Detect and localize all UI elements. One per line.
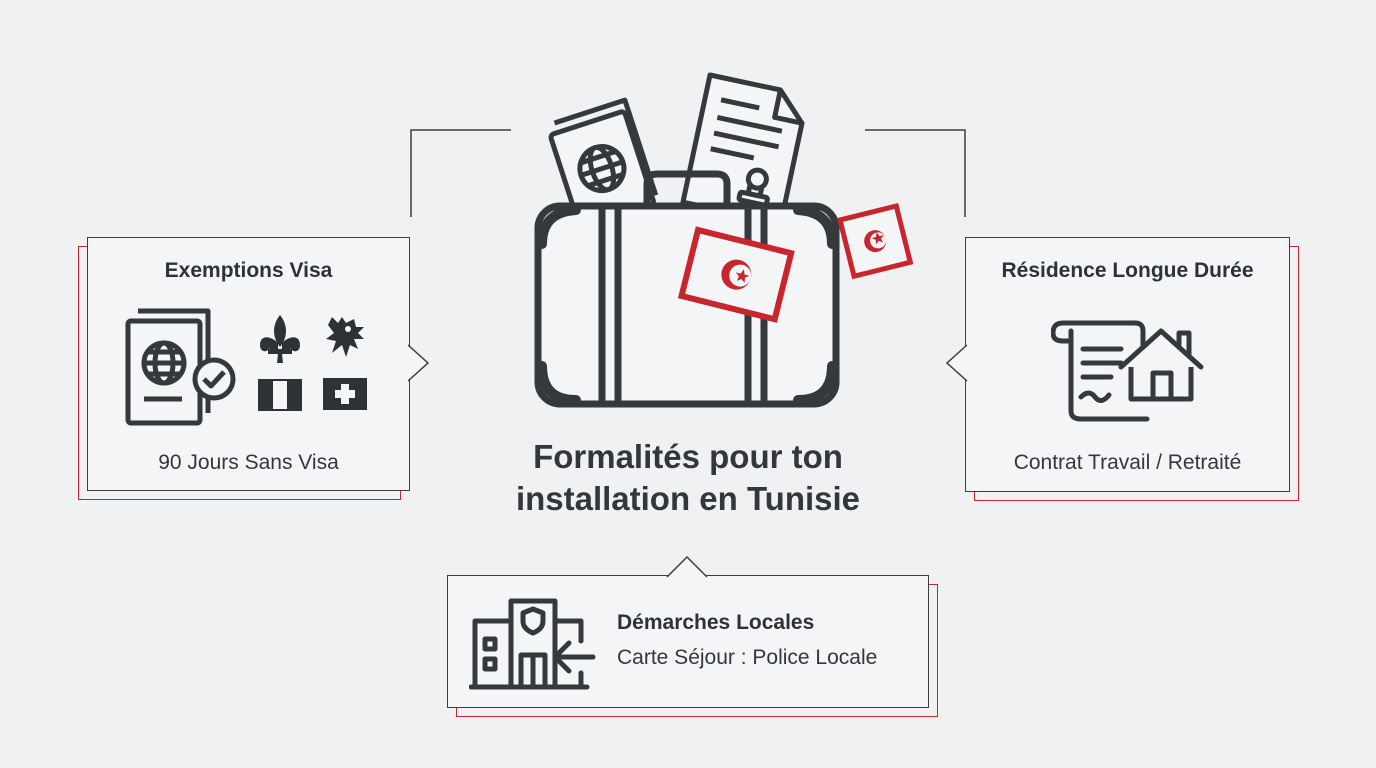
passport-check-icon [125,308,236,426]
swiss-flag-icon [323,378,367,410]
house-icon [1118,328,1204,402]
tunisia-flag-sticker-icon [677,202,914,323]
police-station-icon [469,598,596,690]
lion-crest-icon [326,317,364,357]
italy-flag-icon [258,379,302,411]
card-pointer-up [666,555,708,578]
central-illustration [534,72,914,408]
main-title: Formalités pour ton installation en Tuni… [438,436,938,520]
main-title-line2: installation en Tunisie [515,480,861,517]
card-visa-exemptions: Exemptions Visa [78,237,430,500]
card-visa-title: Exemptions Visa [164,259,333,282]
card-visa-text: 90 Jours Sans Visa [158,451,339,474]
card-pointer-right [408,344,430,382]
main-title-line1: Formalités pour ton [533,438,843,475]
card-long-residence: Résidence Longue Durée Contrat Travail /… [945,237,1299,501]
passport-icon [548,97,659,230]
card-residence-text: Contrat Travail / Retraité [1013,451,1242,474]
card-local-title: Démarches Locales [617,611,815,634]
fleur-de-lis-icon [260,315,300,363]
card-local-text: Carte Séjour : Police Locale [617,646,878,669]
card-pointer-left [945,344,968,382]
contract-scroll-icon [1051,320,1150,422]
stamped-document-icon [680,72,805,226]
card-local-procedures: Démarches Locales Carte Séjour : Police … [447,555,938,717]
card-residence-title: Résidence Longue Durée [1001,259,1254,282]
